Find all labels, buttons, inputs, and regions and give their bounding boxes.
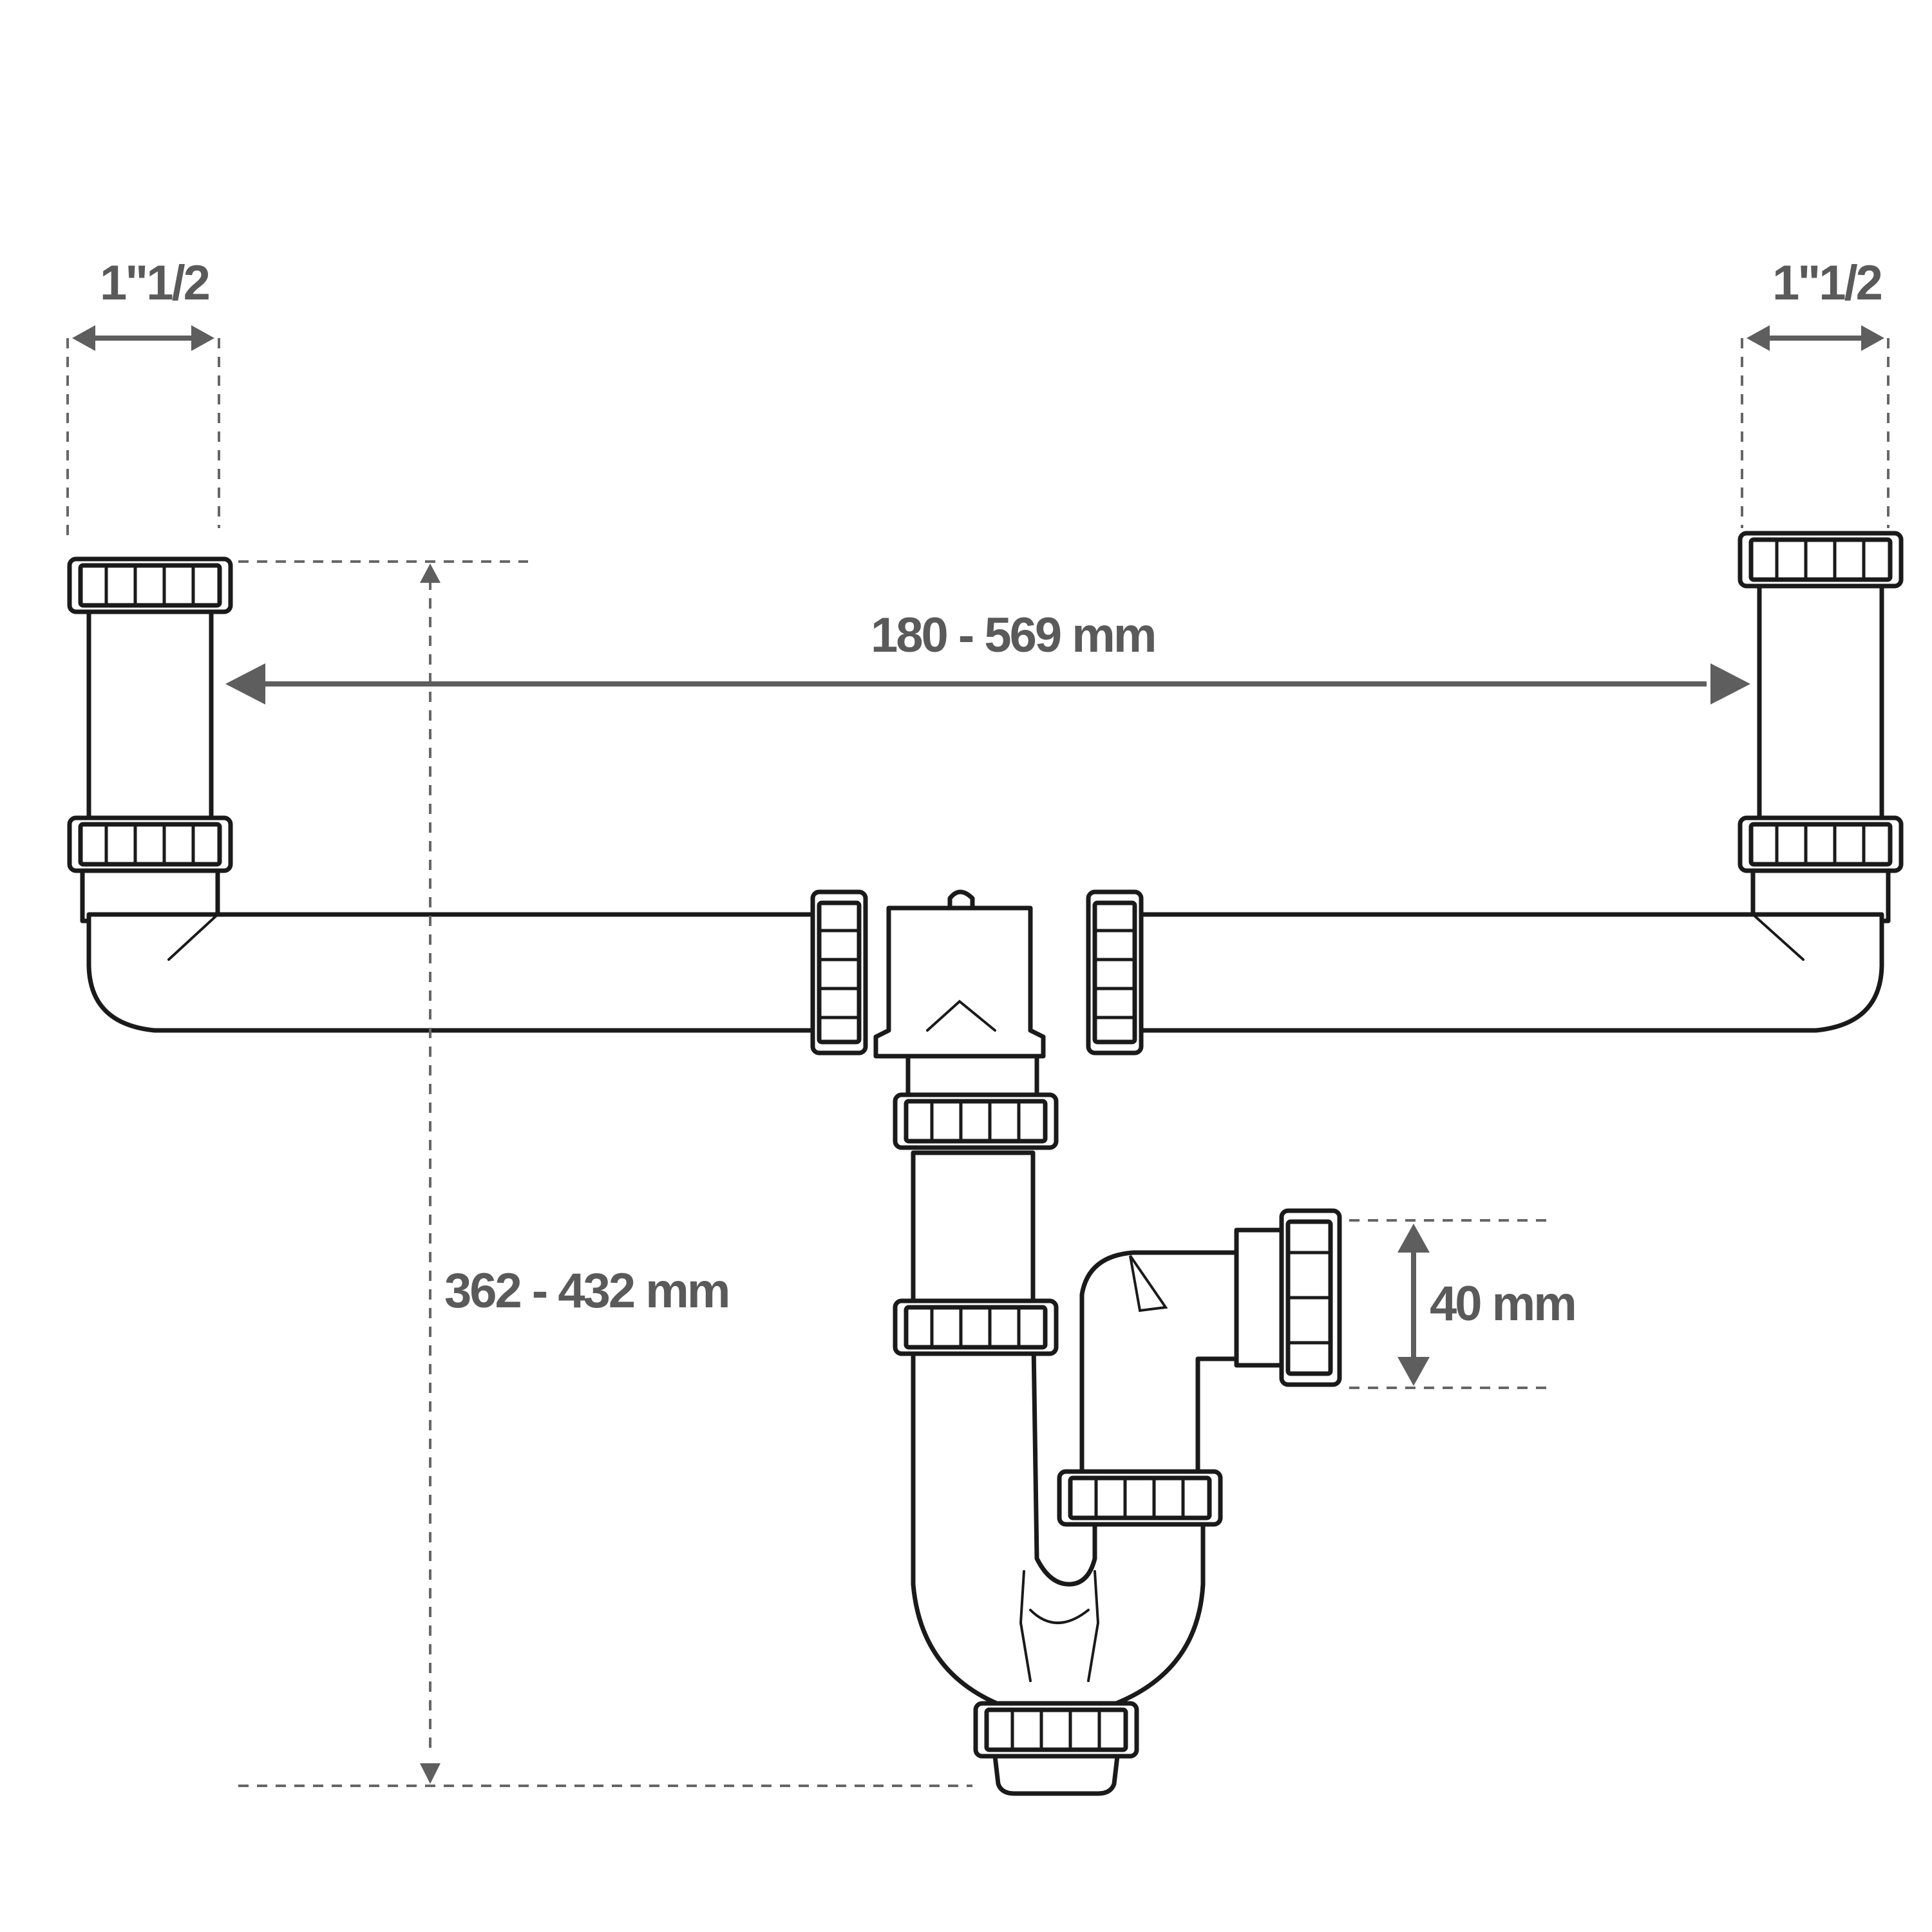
right-top-nut: [1738, 531, 1904, 589]
height-dimension-arrow: [420, 564, 440, 1784]
outlet-size-label: 40 mm: [1430, 1276, 1575, 1331]
right-inlet-dimension-arrow: [1747, 325, 1884, 351]
tee-right-nut: [1086, 889, 1144, 1056]
left-inlet-size-label: 1"1/2: [100, 256, 209, 310]
left-lower-nut: [67, 815, 233, 873]
trap-bottom-nut: [973, 1701, 1139, 1759]
bottle-trap-body: [893, 1054, 1342, 1796]
left-inlet-assembly: [67, 556, 233, 923]
trap-inlet-pipe: [911, 1150, 1036, 1303]
tee-left-nut: [810, 889, 868, 1056]
trap-riser-nut: [1057, 1469, 1223, 1527]
right-inlet-size-label: 1"1/2: [1772, 256, 1882, 310]
center-tee: [873, 905, 1046, 1059]
inlet-spacing-dimension-arrow: [225, 663, 1750, 705]
trap-u-bend: [911, 1343, 1206, 1709]
total-height-label: 362 - 432 mm: [444, 1264, 728, 1318]
trap-cleanout-cap: [992, 1754, 1120, 1796]
trap-top-nut: [893, 1092, 1059, 1150]
right-inlet-assembly: [1738, 531, 1904, 923]
left-vertical-pipe: [86, 609, 214, 820]
outlet-dimension-arrow: [1397, 1224, 1430, 1386]
outlet-collar: [1234, 1227, 1284, 1368]
trap-middle-nut: [893, 1298, 1059, 1356]
right-elbow-arm: [1124, 912, 1884, 1033]
right-vertical-pipe: [1757, 582, 1884, 820]
dimension-guides: [66, 338, 1889, 1787]
outlet-nut: [1279, 1208, 1342, 1387]
horizontal-manifold: [86, 889, 1884, 1059]
left-top-nut: [67, 556, 233, 614]
inlet-spacing-label: 180 - 569 mm: [871, 608, 1155, 663]
trap-rising-leg: [1079, 1250, 1239, 1484]
tee-vent-cap: [947, 889, 975, 911]
left-inlet-dimension-arrow: [72, 325, 214, 351]
right-lower-nut: [1738, 815, 1904, 873]
